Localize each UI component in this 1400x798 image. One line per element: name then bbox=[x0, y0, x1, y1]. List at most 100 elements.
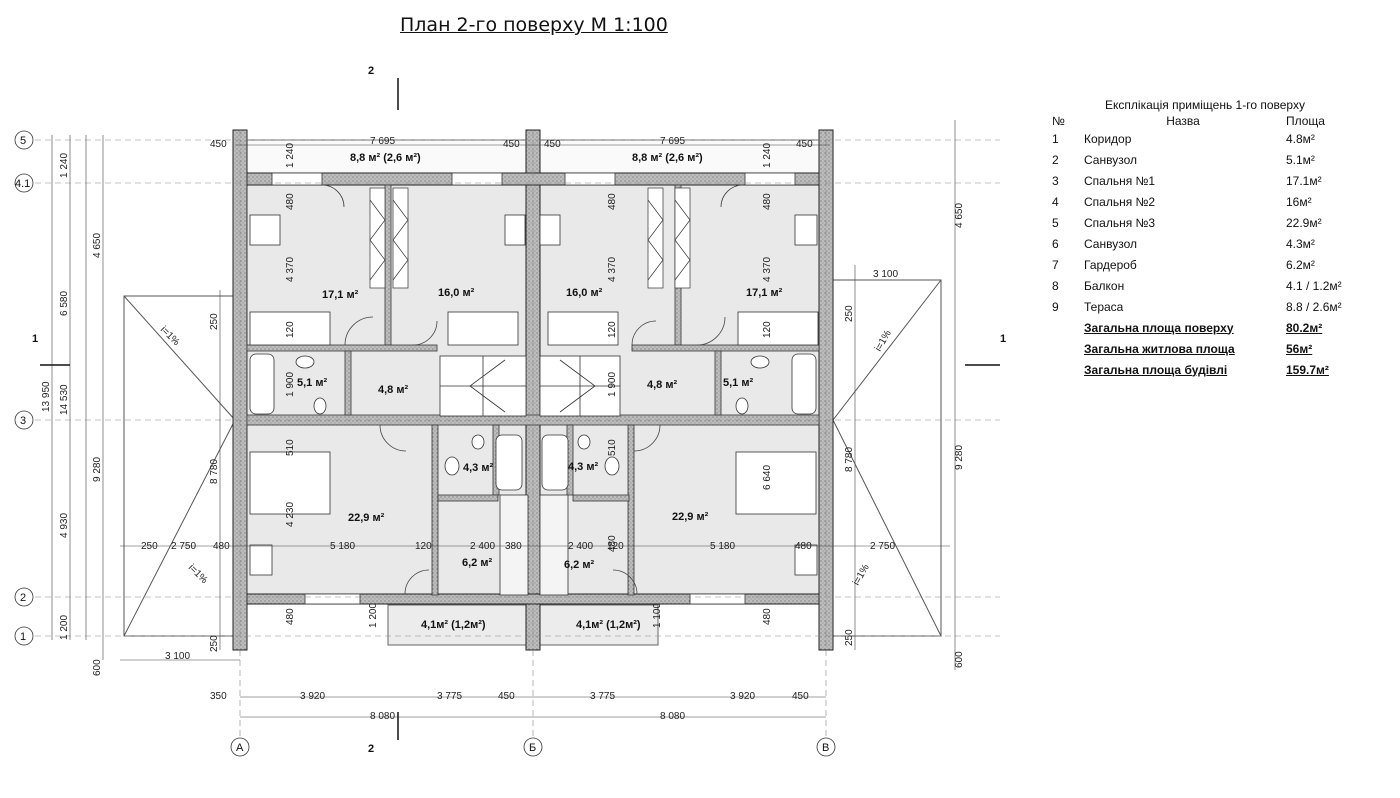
dimension-lines bbox=[51, 120, 956, 718]
row-name: Балкон bbox=[1084, 278, 1125, 293]
row-area: 16м² bbox=[1286, 194, 1312, 209]
dim-v-9280-r: 9 280 bbox=[954, 445, 965, 470]
dim-v-1240-in-r: 1 240 bbox=[762, 143, 773, 168]
axis-label-5: 5 bbox=[20, 135, 26, 147]
staircase bbox=[439, 355, 621, 596]
total-area: 56м² bbox=[1286, 341, 1313, 356]
dim-v-8780-r: 8 780 bbox=[844, 447, 855, 472]
row-area: 17.1м² bbox=[1286, 173, 1322, 188]
room-area-bath-l: 5,1 м² bbox=[297, 377, 327, 389]
dim-v-8780-l: 8 780 bbox=[209, 459, 220, 484]
room-area-balc-bot-l: 4,1м² (1,2м²) bbox=[421, 619, 486, 631]
total-row: Загальна житлова площа 56м² bbox=[1050, 338, 1350, 359]
terrace-right bbox=[832, 279, 942, 637]
bottom-balcony-left-area bbox=[387, 604, 527, 646]
dim-v-4650-r: 4 650 bbox=[954, 203, 965, 228]
dim-v-510-r: 510 bbox=[607, 439, 618, 456]
dim-v-600-l: 600 bbox=[92, 659, 103, 676]
wardrobes bbox=[369, 187, 691, 289]
row-no: 7 bbox=[1052, 257, 1059, 272]
dim-mid-120-l: 120 bbox=[415, 541, 432, 552]
room-area-corr-l: 4,8 м² bbox=[378, 384, 408, 396]
row-name: Тераса bbox=[1084, 299, 1124, 314]
col-no: № bbox=[1052, 114, 1065, 128]
dim-v-250-lt: 250 bbox=[209, 313, 220, 330]
plan-title: План 2-го поверху М 1:100 bbox=[400, 14, 668, 36]
dim-mid-5180-l: 5 180 bbox=[330, 541, 355, 552]
dim-v-120-a: 120 bbox=[285, 321, 296, 338]
room-area-bed3-r: 22,9 м² bbox=[672, 511, 709, 523]
dim-v-4370-c: 4 370 bbox=[762, 257, 773, 282]
row-name: Спальня №2 bbox=[1084, 194, 1156, 209]
room-area-bed2-l: 16,0 м² bbox=[438, 287, 475, 299]
furniture bbox=[249, 214, 819, 576]
dim-v-1200-l: 1 200 bbox=[59, 615, 70, 640]
total-name: Загальна житлова площа bbox=[1084, 341, 1235, 356]
row-no: 8 bbox=[1052, 278, 1059, 293]
col-area: Площа bbox=[1286, 114, 1325, 128]
row-name: Спальня №3 bbox=[1084, 215, 1156, 230]
dim-v-6640: 6 640 bbox=[762, 465, 773, 490]
dim-top-450-c: 450 bbox=[544, 139, 561, 150]
dim-bot-8080-r: 8 080 bbox=[660, 711, 685, 722]
axis-label-1: 1 bbox=[20, 631, 26, 643]
col-name: Назва bbox=[1166, 114, 1200, 128]
section-mark-top: 2 bbox=[368, 65, 374, 77]
dim-v-1100: 1 100 bbox=[652, 603, 663, 628]
dim-v-1240-in-l: 1 240 bbox=[285, 143, 296, 168]
axis-bubbles bbox=[14, 130, 836, 757]
axis-label-v: В bbox=[822, 742, 829, 754]
dim-v-480-br: 480 bbox=[762, 608, 773, 625]
sanitary-fixtures bbox=[249, 353, 817, 491]
dim-v-250-rb: 250 bbox=[844, 629, 855, 646]
row-name: Спальня №1 bbox=[1084, 173, 1156, 188]
room-area-bed2-r: 16,0 м² bbox=[566, 287, 603, 299]
dim-bot-3920-r: 3 920 bbox=[730, 691, 755, 702]
row-area: 4.3м² bbox=[1286, 236, 1315, 251]
dim-top-7695-r: 7 695 bbox=[660, 136, 685, 147]
dim-v-480-bl: 480 bbox=[285, 608, 296, 625]
room-area-bath-r: 5,1 м² bbox=[723, 377, 753, 389]
row-name: Коридор bbox=[1084, 131, 1132, 146]
table-row: 9 Тераса 8.8 / 2.6м² bbox=[1050, 296, 1350, 317]
dim-bot-350: 350 bbox=[210, 691, 227, 702]
row-no: 9 bbox=[1052, 299, 1059, 314]
dim-v-120-b: 120 bbox=[607, 321, 618, 338]
table-row: 4 Спальня №2 16м² bbox=[1050, 191, 1350, 212]
dim-right-3100: 3 100 bbox=[873, 269, 898, 280]
total-name: Загальна площа поверху bbox=[1084, 320, 1234, 335]
row-area: 8.8 / 2.6м² bbox=[1286, 299, 1342, 314]
row-no: 4 bbox=[1052, 194, 1059, 209]
dim-v-480-c: 480 bbox=[607, 535, 618, 552]
row-no: 2 bbox=[1052, 152, 1059, 167]
dim-mid-2750-l: 2 750 bbox=[171, 541, 196, 552]
dim-v-14530: 14 530 bbox=[59, 384, 70, 415]
axis-label-3: 3 bbox=[20, 415, 26, 427]
row-area: 6.2м² bbox=[1286, 257, 1315, 272]
room-area-balc-top-l: 8,8 м² (2,6 м²) bbox=[350, 152, 421, 164]
dim-mid-250: 250 bbox=[141, 541, 158, 552]
section-mark-right: 1 bbox=[1000, 333, 1006, 345]
room-area-ward-l: 6,2 м² bbox=[462, 557, 492, 569]
axis-label-b: Б bbox=[529, 742, 536, 754]
room-area-balc-top-r: 8,8 м² (2,6 м²) bbox=[632, 152, 703, 164]
dim-top-450-d: 450 bbox=[796, 139, 813, 150]
dim-v-1900-r: 1 900 bbox=[607, 372, 618, 397]
row-name: Санвузол bbox=[1084, 236, 1137, 251]
dim-v-4650-l: 4 650 bbox=[92, 233, 103, 258]
dim-v-120-c: 120 bbox=[762, 321, 773, 338]
dim-v-6580: 6 580 bbox=[59, 291, 70, 316]
dim-bot-8080-l: 8 080 bbox=[370, 711, 395, 722]
section-mark-bottom: 2 bbox=[368, 743, 374, 755]
dim-v-13950: 13 950 bbox=[41, 381, 52, 412]
axis-label-4-1: 4.1 bbox=[15, 178, 30, 190]
dim-mid-5180-r: 5 180 bbox=[710, 541, 735, 552]
room-area-bed1-l: 17,1 м² bbox=[322, 289, 359, 301]
dim-mid-480-l: 480 bbox=[213, 541, 230, 552]
dim-v-4370-a: 4 370 bbox=[285, 257, 296, 282]
row-area: 4.8м² bbox=[1286, 131, 1315, 146]
